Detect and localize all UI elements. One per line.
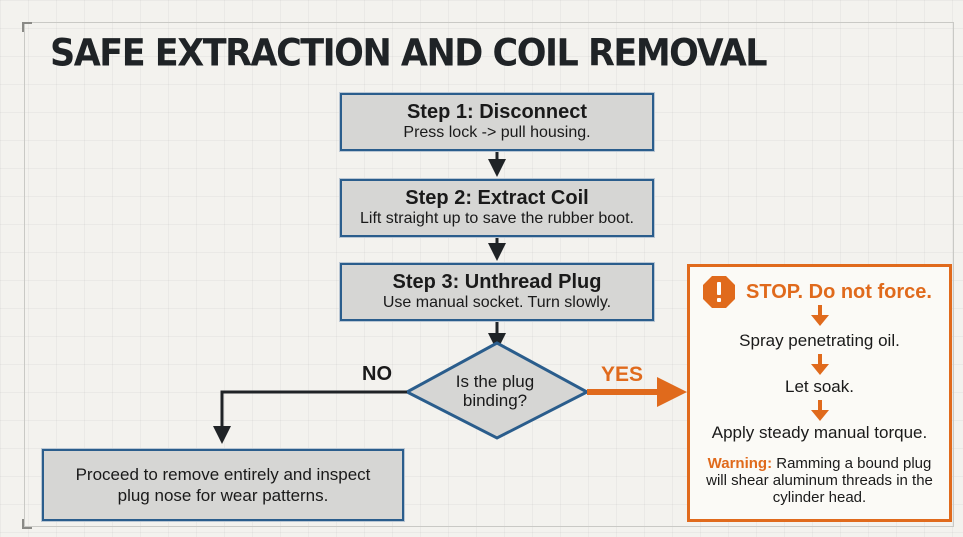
- warning-label: Warning:: [707, 455, 773, 472]
- arrow-no-branch: [213, 390, 407, 444]
- decision-line-2: binding?: [462, 391, 528, 410]
- step-2-title: Step 2: Extract Coil: [405, 187, 589, 209]
- arrow-down-icon: [811, 400, 829, 421]
- decision-text: Is the plug binding?: [440, 372, 550, 410]
- stop-title: STOP. Do not force.: [746, 280, 932, 303]
- stop-substep-2: Let soak.: [785, 377, 854, 396]
- branch-no-label: NO: [362, 363, 392, 385]
- decision-line-1: Is the plug: [455, 372, 535, 391]
- warning-body: Ramming a bound plug will shear aluminum…: [706, 455, 933, 506]
- stop-header: STOP. Do not force.: [702, 275, 932, 309]
- stop-octagon-icon: [703, 276, 735, 308]
- diagram-frame: [24, 22, 954, 527]
- frame-corner-bottom-left: [22, 519, 32, 529]
- arrow-down-icon: [811, 305, 829, 326]
- diagram-title: SAFE EXTRACTION AND COIL REMOVAL: [50, 32, 768, 76]
- stop-substep-3: Apply steady manual torque.: [711, 423, 928, 442]
- step-2-box: Step 2: Extract Coil Lift straight up to…: [340, 179, 654, 237]
- step-3-title: Step 3: Unthread Plug: [392, 271, 602, 293]
- proceed-box: Proceed to remove entirely and inspect p…: [42, 449, 404, 521]
- step-1-box: Step 1: Disconnect Press lock -> pull ho…: [340, 93, 654, 151]
- decision-diamond: [403, 341, 591, 440]
- arrow-down-icon: [811, 354, 829, 375]
- stop-box: STOP. Do not force. Spray penetrating oi…: [687, 264, 952, 522]
- warning-text: Warning: Ramming a bound plug will shear…: [700, 455, 939, 506]
- step-2-desc: Lift straight up to save the rubber boot…: [360, 210, 634, 227]
- step-1-desc: Press lock -> pull housing.: [403, 124, 591, 141]
- step-3-box: Step 3: Unthread Plug Use manual socket.…: [340, 263, 654, 321]
- stop-substep-1: Spray penetrating oil.: [739, 331, 900, 350]
- step-3-desc: Use manual socket. Turn slowly.: [382, 294, 612, 311]
- step-1-title: Step 1: Disconnect: [406, 101, 588, 123]
- frame-corner-top-left: [22, 22, 32, 32]
- branch-yes-label: YES: [601, 363, 644, 386]
